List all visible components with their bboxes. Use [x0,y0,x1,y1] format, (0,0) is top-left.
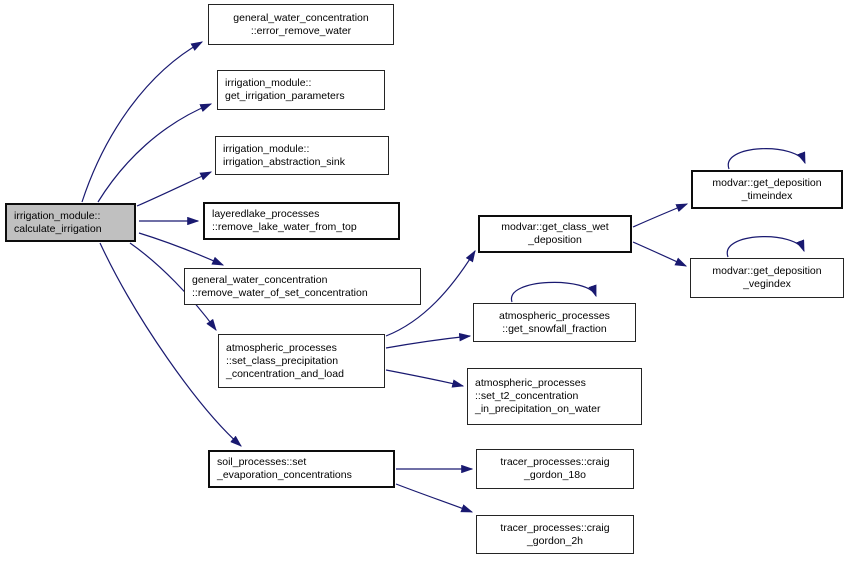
edge-main-to-set-class-precipitation [129,242,217,331]
edge-setclass-to-set-t2-concentration [385,369,465,388]
node-label-line: ::set_class_precipitation [226,354,339,367]
edge-main-to-get-irrigation-parameters [97,103,213,203]
edge-main-to-irrigation-abstraction-sink [136,171,213,207]
node-label-line: _evaporation_concentrations [217,469,352,481]
node-label-line: general_water_concentration [233,11,369,24]
edge-soil-to-craig-gordon-2h [395,483,474,513]
node-label-line: atmospheric_processes [226,341,337,354]
node-label-line: irrigation_module:: [14,209,101,222]
edge-wetdep-to-get-deposition-timeindex [632,203,689,228]
node-label-line: atmospheric_processes [475,377,586,389]
node-label-line: irrigation_abstraction_sink [223,155,345,168]
node-calculate-irrigation: irrigation_module:: calculate_irrigation [5,203,136,242]
node-label-line: _in_precipitation_on_water [475,403,601,415]
node-label-line: atmospheric_processes [499,309,610,322]
node-error-remove-water[interactable]: general_water_concentration ::error_remo… [208,4,394,45]
node-get-irrigation-parameters[interactable]: irrigation_module:: get_irrigation_param… [217,70,385,110]
node-label-line: calculate_irrigation [14,222,102,235]
edge-wetdep-to-get-deposition-vegindex [632,241,688,267]
node-label-line: _deposition [528,234,582,246]
edge-setclass-to-get-class-wet-deposition [385,249,476,337]
node-label-line: modvar::get_deposition [712,265,822,277]
self-loop-get-snowfall-fraction [511,281,597,303]
node-label-line: get_irrigation_parameters [225,90,345,102]
node-label-line: _timeindex [741,189,793,202]
node-label-line: _vegindex [743,278,791,290]
node-get-deposition-timeindex[interactable]: modvar::get_deposition _timeindex [691,170,843,209]
edge-main-to-remove-water-of-set-concentration [138,232,225,266]
node-label-line: ::get_snowfall_fraction [502,322,607,335]
node-label-line: tracer_processes::craig [500,456,610,468]
node-label-line: irrigation_module:: [225,77,312,89]
node-label-line: _concentration_and_load [226,367,344,380]
node-remove-water-of-set-concentration[interactable]: general_water_concentration ::remove_wat… [184,268,421,305]
node-label-line: ::remove_water_of_set_concentration [192,286,368,299]
node-label-line: ::set_t2_concentration [475,390,579,402]
self-loop-get-deposition-timeindex [727,148,806,170]
node-craig-gordon-2h[interactable]: tracer_processes::craig _gordon_2h [476,515,634,554]
node-label-line: soil_processes::set [217,456,307,468]
node-label-line: general_water_concentration [192,273,328,286]
node-irrigation-abstraction-sink[interactable]: irrigation_module:: irrigation_abstracti… [215,136,389,175]
node-set-class-precipitation-concentration-and-load[interactable]: atmospheric_processes ::set_class_precip… [218,334,385,388]
node-get-snowfall-fraction[interactable]: atmospheric_processes ::get_snowfall_fra… [473,303,636,342]
node-remove-lake-water-from-top[interactable]: layeredlake_processes ::remove_lake_wate… [203,202,400,240]
node-label-line: tracer_processes::craig [500,521,610,534]
edge-setclass-to-get-snowfall-fraction [385,332,472,349]
node-label-line: layeredlake_processes [212,208,320,220]
self-loop-get-deposition-vegindex [726,236,805,258]
node-get-class-wet-deposition[interactable]: modvar::get_class_wet _deposition [478,215,632,253]
node-get-deposition-vegindex[interactable]: modvar::get_deposition _vegindex [690,258,844,298]
node-label-line: ::remove_lake_water_from_top [212,221,357,233]
node-label-line: _gordon_18o [524,469,586,481]
node-label-line: modvar::get_class_wet [501,221,609,233]
node-craig-gordon-18o[interactable]: tracer_processes::craig _gordon_18o [476,449,634,489]
node-label-line: _gordon_2h [526,534,584,547]
edge-main-to-set-evaporation-concentrations [99,242,242,447]
node-label-line: ::error_remove_water [250,24,352,37]
node-label-line: irrigation_module:: [223,142,310,155]
node-set-t2-concentration-in-precipitation-on-water[interactable]: atmospheric_processes ::set_t2_concentra… [467,368,642,425]
edge-main-to-error-remove-water [81,41,204,203]
node-set-evaporation-concentrations[interactable]: soil_processes::set _evaporation_concent… [208,450,395,488]
node-label-line: modvar::get_deposition [712,176,822,189]
